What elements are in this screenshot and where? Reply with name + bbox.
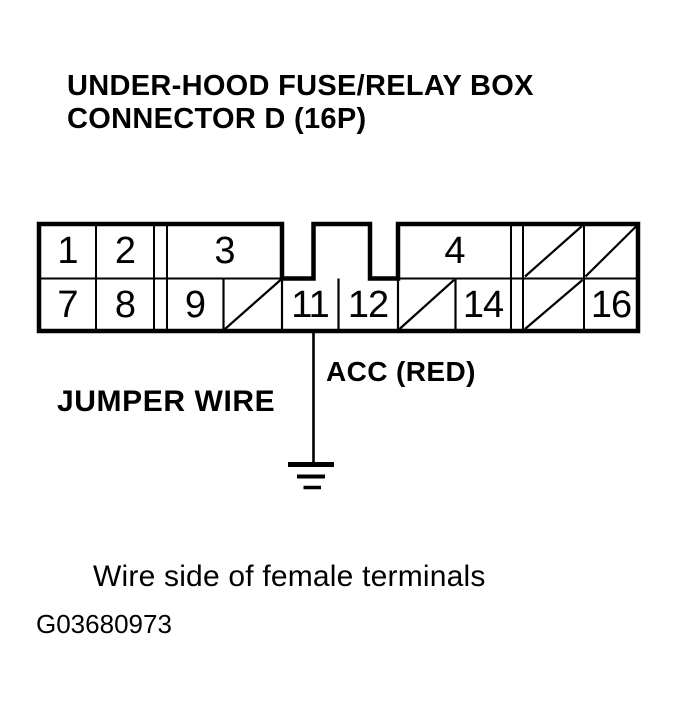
pin-cell-14: 14: [462, 283, 504, 326]
jumper-wire-label: JUMPER WIRE: [57, 385, 276, 418]
pin-cell-16: 16: [590, 283, 632, 326]
figure-id: G03680973: [36, 609, 172, 639]
pin-cell-9: 9: [184, 283, 206, 326]
pin-cell-4: 4: [444, 229, 465, 272]
acc-wire-label: ACC (RED): [326, 356, 476, 387]
pin-cell-7: 7: [57, 283, 78, 326]
ground-icon: [288, 462, 334, 490]
wire-side-caption: Wire side of female terminals: [93, 560, 486, 593]
diagram-title-line2: CONNECTOR D (16P): [67, 103, 367, 135]
pin-cell-8: 8: [114, 283, 136, 326]
pin-cell-11: 11: [291, 283, 329, 326]
diagram-title-line1: UNDER-HOOD FUSE/RELAY BOX: [67, 70, 534, 102]
vertical-divider-lines: [95, 224, 585, 331]
pin-cell-12: 12: [347, 283, 389, 326]
pin-cell-3: 3: [214, 229, 235, 272]
pin-cell-2: 2: [114, 229, 136, 272]
pin-cell-1: 1: [57, 229, 78, 272]
crossed-cell-slashes: [224, 225, 638, 330]
diagram-title: UNDER-HOOD FUSE/RELAY BOX CONNECTOR D (1…: [67, 70, 534, 136]
bottom-row-divider-lines: [222, 278, 457, 331]
